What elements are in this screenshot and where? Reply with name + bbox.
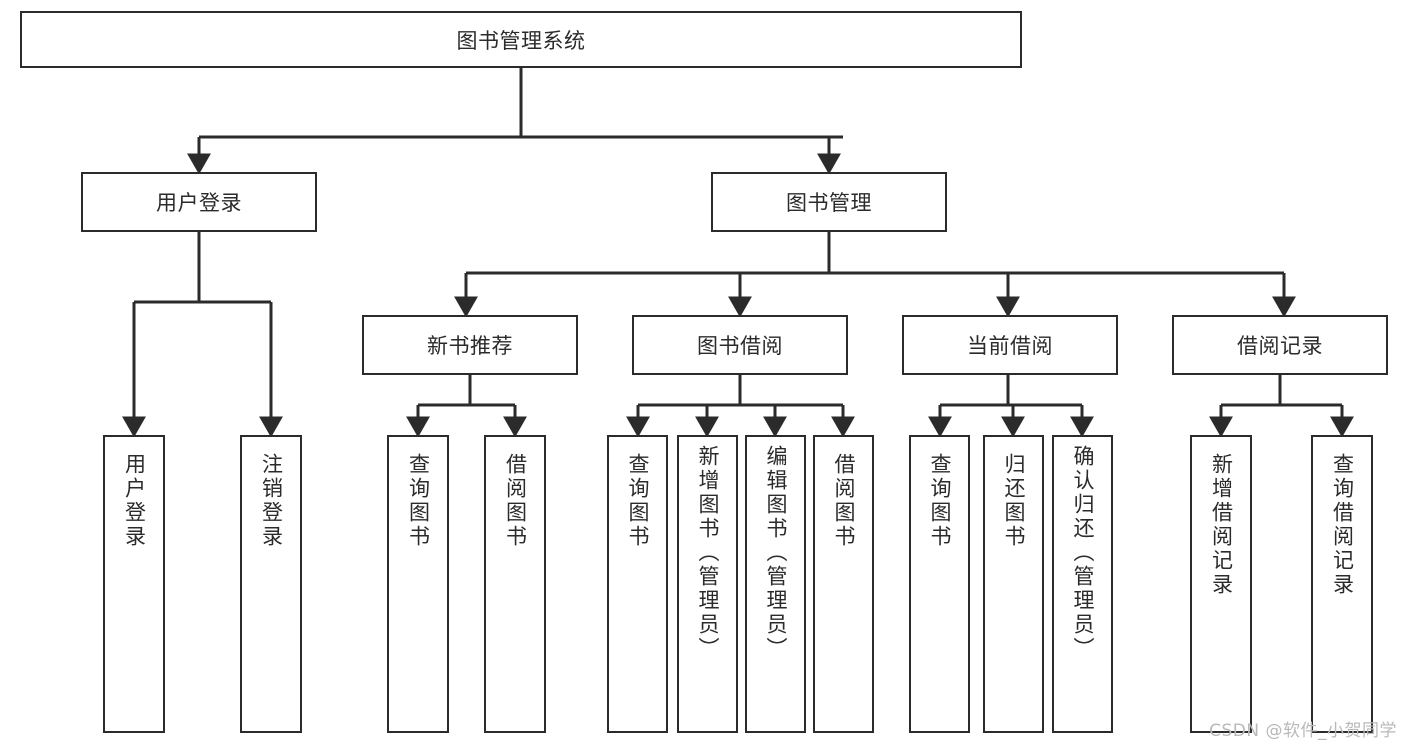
node-leaf-user-login[interactable]: 用户登录: [103, 435, 165, 733]
node-leaf-query-book-cb[interactable]: 查询图书: [909, 435, 970, 733]
node-borrow-record-label: 借阅记录: [1237, 334, 1323, 358]
node-leaf-user-login-label: 用户登录: [122, 453, 147, 549]
node-new-book-rec[interactable]: 新书推荐: [362, 315, 578, 375]
node-leaf-query-record-label: 查询借阅记录: [1330, 453, 1355, 597]
node-leaf-query-record[interactable]: 查询借阅记录: [1311, 435, 1373, 733]
node-book-manage[interactable]: 图书管理: [711, 172, 947, 232]
node-root[interactable]: 图书管理系统: [20, 11, 1022, 68]
node-book-manage-label: 图书管理: [786, 191, 872, 215]
node-leaf-add-record[interactable]: 新增借阅记录: [1190, 435, 1252, 733]
node-current-borrow-label: 当前借阅: [967, 334, 1053, 358]
node-leaf-borrow-book-rec-label: 借阅图书: [503, 453, 528, 549]
node-user-login-label: 用户登录: [156, 191, 242, 215]
node-leaf-user-logout-label: 注销登录: [259, 453, 284, 549]
node-leaf-borrow-book-bb-label: 借阅图书: [832, 453, 856, 549]
node-leaf-add-book-label: 新增图书（管理员）: [696, 445, 720, 661]
node-borrow-record[interactable]: 借阅记录: [1172, 315, 1388, 375]
node-leaf-borrow-book-bb[interactable]: 借阅图书: [813, 435, 874, 733]
node-user-login[interactable]: 用户登录: [81, 172, 317, 232]
node-leaf-borrow-book-rec[interactable]: 借阅图书: [484, 435, 546, 733]
node-leaf-user-logout[interactable]: 注销登录: [240, 435, 302, 733]
node-leaf-confirm-return-label: 确认归还（管理员）: [1071, 445, 1095, 661]
node-current-borrow[interactable]: 当前借阅: [902, 315, 1118, 375]
node-leaf-add-record-label: 新增借阅记录: [1209, 453, 1234, 597]
node-leaf-query-book-bb[interactable]: 查询图书: [607, 435, 668, 733]
node-book-borrow-label: 图书借阅: [697, 334, 783, 358]
node-leaf-return-book-label: 归还图书: [1002, 453, 1026, 549]
node-leaf-query-book-bb-label: 查询图书: [626, 453, 650, 549]
node-book-borrow[interactable]: 图书借阅: [632, 315, 848, 375]
watermark-text: CSDN @软件_小贺同学: [1209, 721, 1397, 741]
node-leaf-add-book[interactable]: 新增图书（管理员）: [677, 435, 738, 733]
node-leaf-confirm-return[interactable]: 确认归还（管理员）: [1052, 435, 1113, 733]
node-leaf-return-book[interactable]: 归还图书: [983, 435, 1044, 733]
node-new-book-rec-label: 新书推荐: [427, 334, 513, 358]
node-leaf-query-book-cb-label: 查询图书: [928, 453, 952, 549]
node-leaf-query-book-rec[interactable]: 查询图书: [387, 435, 449, 733]
node-leaf-edit-book[interactable]: 编辑图书（管理员）: [745, 435, 806, 733]
node-leaf-query-book-rec-label: 查询图书: [406, 453, 431, 549]
node-leaf-edit-book-label: 编辑图书（管理员）: [764, 445, 788, 661]
node-root-label: 图书管理系统: [456, 28, 586, 53]
